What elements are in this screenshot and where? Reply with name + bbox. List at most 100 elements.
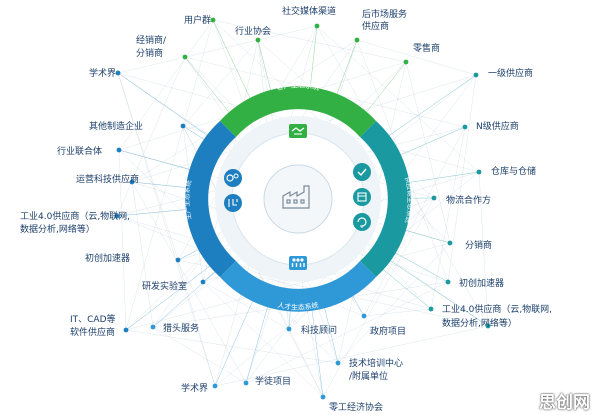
label-dealer-2: 分销商 [136,49,164,59]
node-dot [485,323,491,329]
network-line [184,56,231,115]
label-industry40-left-1: 工业4.0供应商（云,物联网, [20,212,131,222]
network-line [131,181,154,328]
node-dot [354,37,360,43]
node-dot [129,179,135,185]
label-academia-top: 学术界 [89,69,117,79]
network-line [117,25,318,74]
label-tier1-supplier: 一级供应商 [488,69,534,79]
network-line [404,171,480,184]
network-line [152,326,247,384]
network-line [316,25,480,173]
label-academia-bottom: 学术界 [181,384,209,394]
label-it-cad-1: IT、CAD等 [70,315,116,325]
node-dot [123,327,129,333]
node-dot [243,380,249,386]
network-line [397,126,466,157]
network-line [309,25,318,92]
network-line [177,247,202,261]
label-gov-project: 政府项目 [370,327,407,337]
label-apprentice: 学徒项目 [255,377,292,387]
label-dealer-1: 经销商/ [136,36,167,46]
check-icon [353,163,371,181]
label-retailer: 零售商 [413,44,441,54]
label-training-center-2: /附属单位 [349,372,389,382]
node-dot [255,37,261,43]
production-segment [185,121,236,277]
network-line [202,281,324,398]
label-aftermarket-1: 后市场服务 [362,10,408,20]
network-line [356,39,477,76]
node-dot [361,313,367,319]
label-training-center-1: 技术培训中心 [349,359,404,369]
label-warehouse: 仓库与仓储 [491,167,537,177]
node-dot [431,195,437,201]
network-line [386,74,477,138]
svg-text:人才生态系统: 人才生态系统 [277,300,320,312]
network-line [214,297,255,387]
label-industry40-left-2: 数据分析,网络等） [20,225,95,235]
cycle-icon [353,213,371,231]
network-line [401,228,451,244]
network-line [117,72,179,261]
network-line [177,259,216,387]
svg-text:供应链生态系统: 供应链生态系统 [403,176,415,225]
network-line [447,74,477,283]
network-line [131,181,191,189]
label-other-manufacturers: 其他制造企业 [89,122,144,132]
label-tech-advisor: 科技顾问 [301,326,338,336]
label-industry-assoc: 行业协会 [235,27,272,37]
circuit-icon [224,194,242,212]
network-line [202,269,217,283]
network-line [125,242,451,331]
node-dot [212,383,218,389]
node-dot [335,360,341,366]
network-line [363,308,432,317]
node-dot [175,257,181,263]
network-line [131,181,247,384]
network-line [212,19,407,63]
node-dot [428,306,434,312]
network-line [350,292,365,317]
network-line [212,19,252,102]
ring-label-talent: 人才生态系统 [277,300,320,312]
network-line [405,61,451,244]
network-line [335,39,358,98]
network-line [387,258,489,327]
label-rnd-lab: 研发实验室 [142,282,188,292]
network-line [381,267,432,310]
network-line [202,281,290,330]
node-dot [286,326,292,332]
supply-segment [360,121,411,277]
people-icon [289,256,307,270]
node-dot [473,72,479,78]
label-ops-tech-supplier: 运营科技供应商 [76,175,140,185]
node-dot [403,59,409,65]
node-dot [447,240,453,246]
network-line [116,56,186,217]
ring-label-production: 生产生态系统 [182,179,193,221]
network-line [117,72,210,138]
label-accelerator-right: 初创加速器 [459,279,505,289]
node-dot [180,123,186,129]
network-line [323,303,339,364]
label-gig-economy: 零工经济协会 [329,403,384,413]
network-line [364,61,407,115]
network-line [214,325,489,387]
gears-icon [224,169,242,187]
watermark: 思创网 [539,393,590,413]
node-dot [200,279,206,285]
handshake-icon [289,124,307,138]
label-user-group: 用户群 [184,16,212,26]
label-n-tier-supplier: N级供应商 [476,122,519,132]
label-accelerator-left: 初创加速器 [85,254,131,264]
node-dot [210,17,216,23]
label-aftermarket-2: 供应商 [362,22,390,32]
customer-segment [220,86,376,137]
network-line [288,328,324,398]
label-logistics-partner: 物流合作方 [446,196,492,206]
network-line [430,126,466,310]
label-industry40-right-1: 工业4.0供应商（云,物联网, [442,305,553,315]
